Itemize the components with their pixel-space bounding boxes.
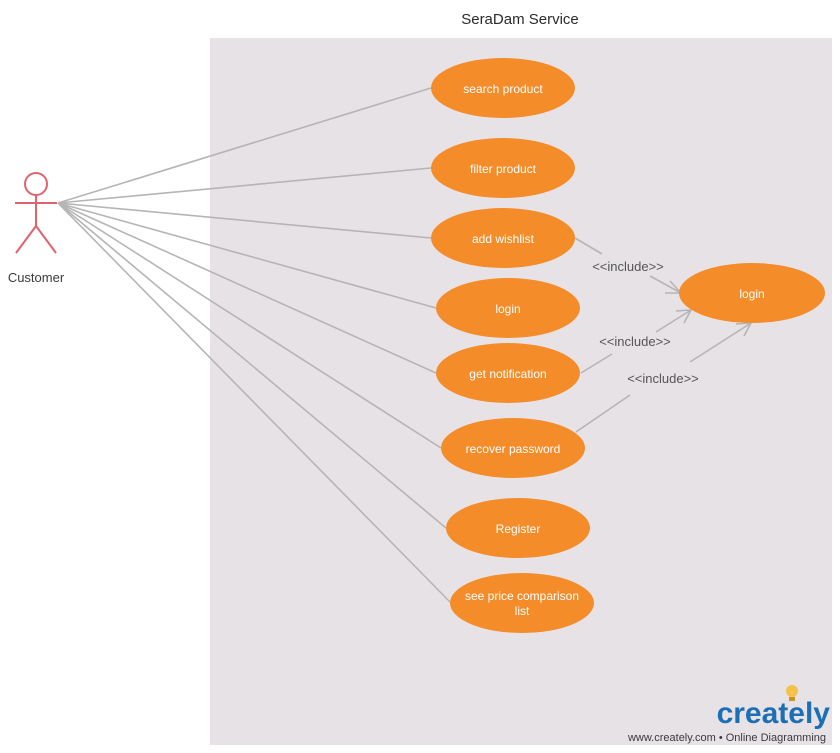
use-case-label: add wishlist [472, 232, 535, 246]
include-label-2: <<include>> [599, 334, 671, 349]
use-case-shape [431, 208, 575, 268]
use-case-label: filter product [470, 162, 537, 176]
actor-customer [15, 172, 57, 254]
use-case-shape [441, 418, 585, 478]
association-filter-product [57, 167, 432, 204]
lightbulb-base-icon [789, 697, 795, 701]
associations [57, 87, 452, 604]
creately-wordmark: creately [717, 697, 831, 730]
use-case-label: get notification [469, 367, 546, 381]
use-case-label-line-1: see price comparison [465, 589, 579, 603]
use-case-label: login [739, 287, 764, 301]
use-case-shape [450, 573, 594, 633]
creately-logo: creately www.creately.com • Online Diagr… [627, 685, 830, 744]
actor-left-leg [15, 225, 37, 254]
use-case-shape [446, 498, 590, 558]
use-case-see-price-comparison-list: see price comparison list [450, 573, 594, 633]
use-case-add-wishlist: add wishlist [431, 208, 575, 268]
association-search-product [57, 87, 432, 204]
use-case-login: login [436, 278, 580, 338]
include-arrowhead-notification [675, 309, 693, 324]
use-case-shape [436, 278, 580, 338]
use-case-shape [679, 263, 825, 323]
actor-label: Customer [8, 270, 65, 285]
association-login [57, 202, 437, 309]
use-case-label: recover password [466, 442, 561, 456]
lightbulb-icon [786, 685, 798, 697]
use-case-shape [431, 138, 575, 198]
include-label-1: <<include>> [592, 259, 664, 274]
actor-head [24, 172, 48, 196]
include-line-wishlist [574, 237, 603, 255]
use-case-register: Register [446, 498, 590, 558]
use-case-login-included: login [679, 263, 825, 323]
include-arrowhead-recover [735, 322, 753, 337]
include-line-notification-2 [655, 309, 692, 333]
use-case-recover-password: recover password [441, 418, 585, 478]
association-get-notification [57, 202, 437, 374]
system-title: SeraDam Service [461, 11, 579, 28]
use-case-filter-product: filter product [431, 138, 575, 198]
association-price-comparison [57, 202, 452, 604]
use-case-label: login [495, 302, 520, 316]
association-add-wishlist [57, 202, 432, 239]
creately-tagline: www.creately.com • Online Diagramming [627, 732, 826, 744]
association-register [57, 202, 447, 529]
use-case-label: search product [463, 82, 543, 96]
use-case-search-product: search product [431, 58, 575, 118]
include-label-3: <<include>> [627, 371, 699, 386]
use-case-get-notification: get notification [436, 343, 580, 403]
use-case-shape [436, 343, 580, 403]
use-case-label-line-2: list [515, 604, 530, 618]
include-line-recover-2 [689, 322, 752, 363]
use-case-label: Register [496, 522, 541, 536]
association-recover-password [57, 202, 442, 449]
include-line-wishlist-2 [649, 275, 682, 294]
actor-right-leg [35, 225, 57, 254]
include-line-recover [575, 394, 631, 433]
include-line-notification [580, 353, 613, 374]
use-case-shape [431, 58, 575, 118]
